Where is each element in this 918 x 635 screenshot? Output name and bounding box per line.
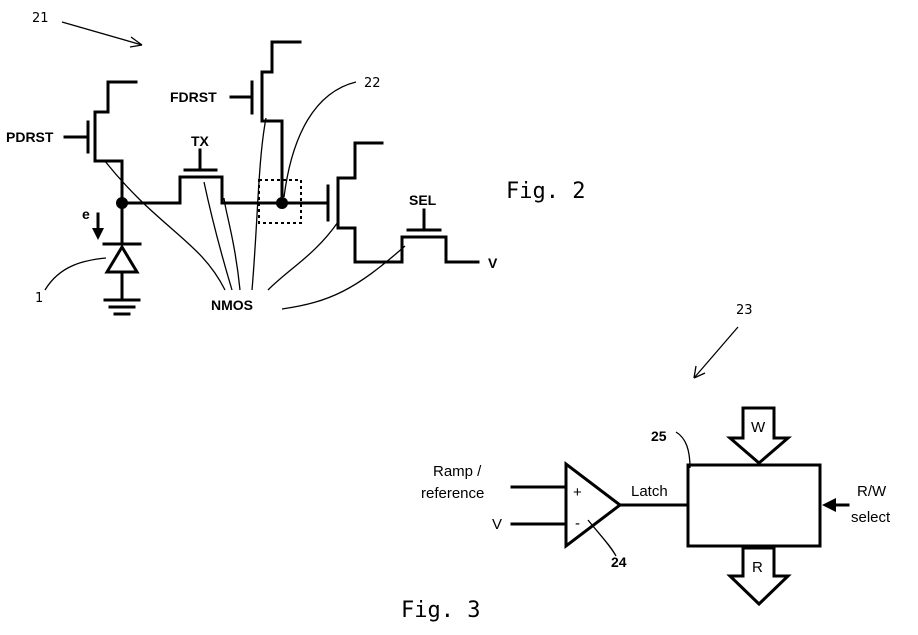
fig3-caption: Fig. 3 — [401, 598, 480, 623]
fig2-pixel-circuit: 21 PDRST e — [6, 11, 585, 316]
ref-1-label: 1 — [35, 291, 43, 306]
fig3-readout-block: 23 Ramp / reference V + - 24 Latch 25 W … — [401, 303, 891, 623]
nmos-label: NMOS — [211, 297, 253, 313]
ref-24-leader — [587, 519, 617, 557]
ramp-label-line2: reference — [421, 485, 484, 502]
latch-label: Latch — [631, 483, 668, 500]
fig2-caption: Fig. 2 — [506, 179, 585, 204]
comparator-v-label: V — [492, 516, 502, 533]
ground-symbol — [103, 298, 141, 316]
tx-label: TX — [191, 133, 210, 149]
write-arrow — [725, 406, 793, 465]
rw-label-line2: select — [851, 509, 891, 526]
sel-transistor — [400, 208, 480, 264]
output-v-label: V — [488, 255, 498, 271]
ref-22-label: 22 — [364, 76, 381, 91]
read-arrow — [726, 546, 792, 607]
floating-diffusion-box — [258, 179, 302, 224]
ref-25-label: 25 — [651, 428, 667, 444]
fdrst-transistor — [229, 40, 302, 200]
fdrst-label: FDRST — [170, 89, 217, 105]
comparator-triangle — [564, 460, 623, 550]
comparator-plus-sign: + — [573, 484, 582, 501]
ref-22-leader — [283, 81, 357, 198]
ref-23-arrow — [693, 326, 739, 379]
ref-23-label: 23 — [736, 303, 753, 318]
nmos-leader-lines — [103, 117, 406, 310]
ramp-label-line1: Ramp / — [433, 463, 482, 480]
pdrst-transistor — [63, 80, 138, 199]
ref-21-arrow — [61, 21, 143, 48]
read-label: R — [752, 559, 763, 576]
ref-24-label: 24 — [611, 554, 627, 570]
photodiode — [102, 207, 142, 302]
ref-25-leader — [675, 431, 691, 469]
pdrst-label: PDRST — [6, 129, 54, 145]
tx-transistor — [120, 148, 284, 205]
write-label: W — [751, 419, 766, 436]
ref-21-label: 21 — [32, 11, 49, 26]
floating-diffusion-node-dot — [276, 197, 288, 209]
rw-select-arrowhead — [822, 498, 836, 512]
electron-label: e — [82, 206, 90, 222]
comparator-minus-sign: - — [575, 515, 580, 532]
sel-label: SEL — [409, 192, 437, 208]
source-follower-transistor — [286, 141, 404, 264]
electron-arrow — [92, 212, 104, 240]
memory-block — [686, 463, 822, 548]
ref-1-leader — [44, 257, 107, 291]
rw-label-line1: R/W — [857, 483, 887, 500]
